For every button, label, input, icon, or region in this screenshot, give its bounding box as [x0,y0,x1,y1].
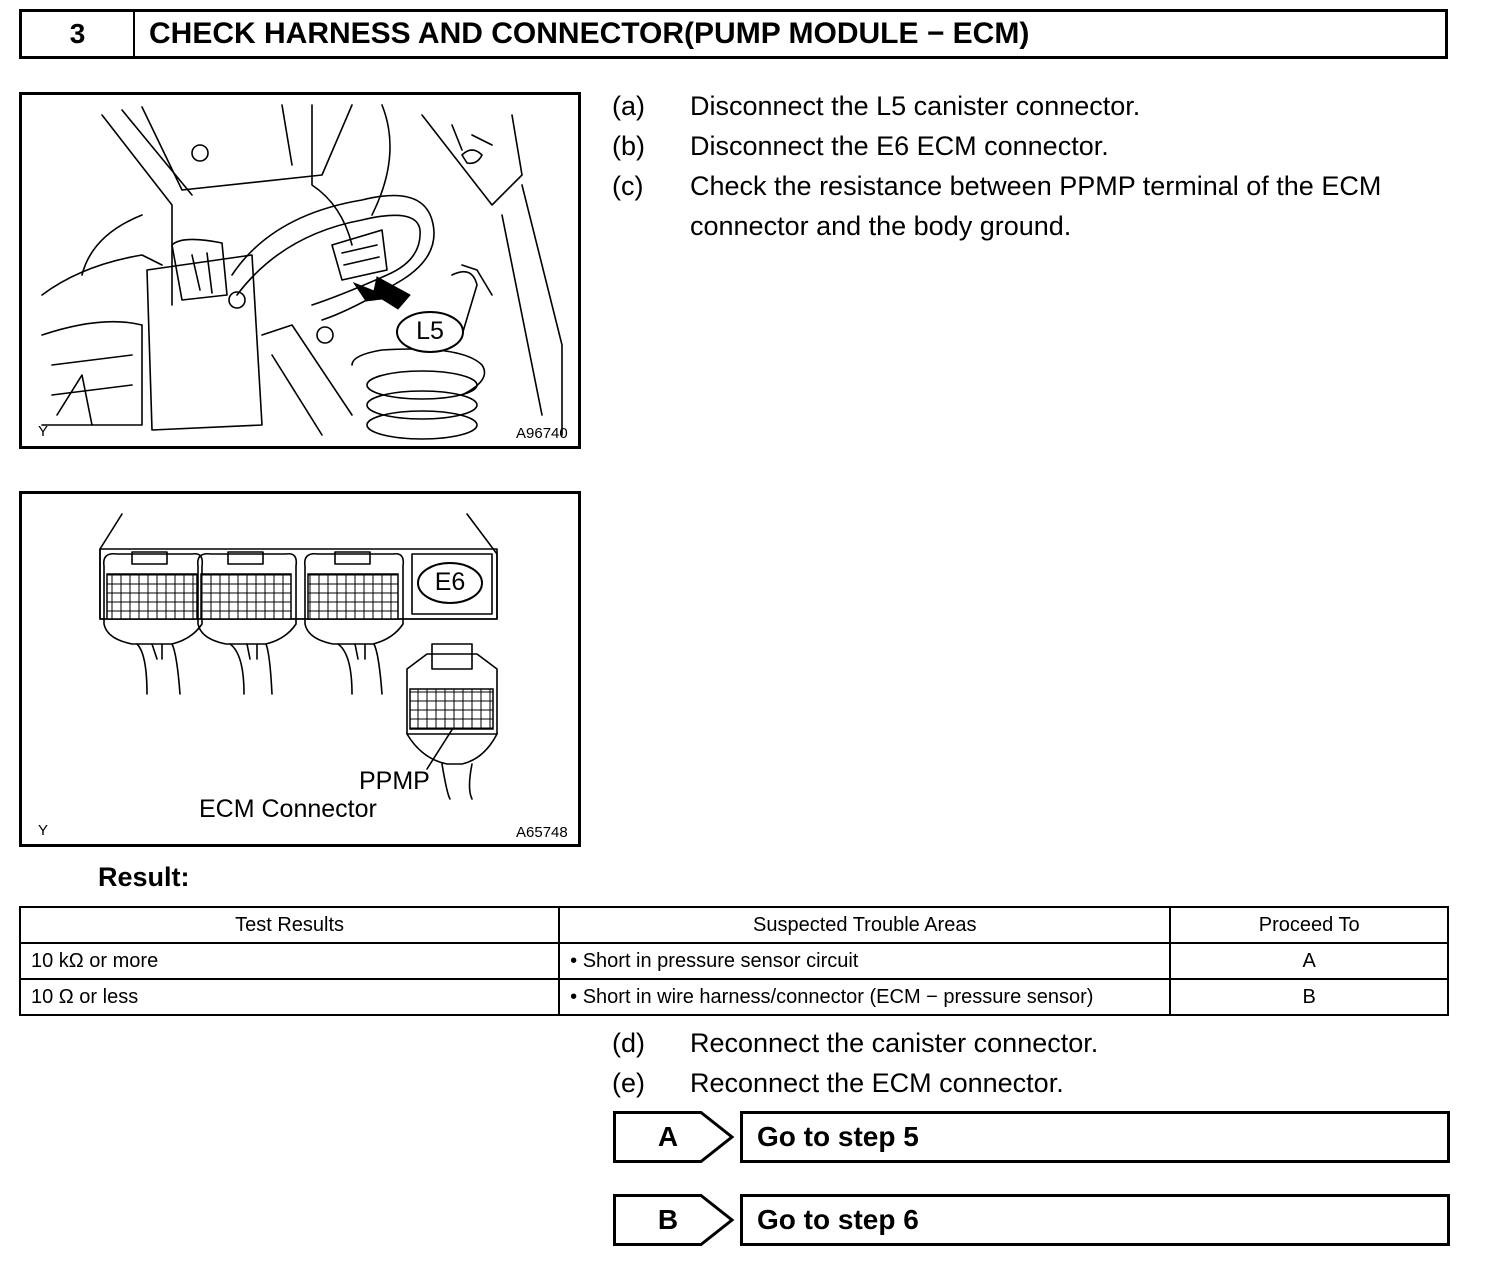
figure-corner-mark: Y [38,822,49,839]
test-result-cell: 10 Ω or less [18,978,561,1016]
step-text: Check the resistance between PPMP termin… [690,171,1382,241]
arrow-tag-shape [613,1111,735,1163]
e6-callout: E6 [434,568,466,596]
figure-code: A96740 [516,425,568,442]
column-header: Proceed To [1169,906,1449,944]
table-row: 10 kΩ or more • Short in pressure sensor… [18,942,1449,980]
test-result-cell: 10 kΩ or more [18,942,561,980]
proceed-cell: B [1169,978,1449,1016]
step-header: 3 CHECK HARNESS AND CONNECTOR(PUMP MODUL… [19,9,1448,59]
column-header: Suspected Trouble Areas [558,906,1172,944]
step-text: Disconnect the E6 ECM connector. [690,131,1109,161]
figure-corner-mark: Y [38,423,49,440]
decision-tag-a: A [613,1111,735,1163]
step-title: CHECK HARNESS AND CONNECTOR(PUMP MODULE … [149,17,1030,50]
step-a: (a) Disconnect the L5 canister connector… [612,86,1472,126]
result-table: Test Results Suspected Trouble Areas Pro… [18,906,1449,1016]
ecm-connector-illustration [99,513,498,800]
trouble-area-cell: • Short in pressure sensor circuit [558,942,1172,980]
trouble-area-cell: • Short in wire harness/connector (ECM −… [558,978,1172,1016]
step-letter: (d) [612,1028,645,1058]
step-letter: (b) [612,131,645,161]
figure-code: A65748 [516,824,568,841]
step-text: Reconnect the canister connector. [690,1028,1099,1058]
decision-a-action: Go to step 5 [740,1111,1450,1163]
table-row: 10 Ω or less • Short in wire harness/con… [18,978,1449,1016]
step-letter: (e) [612,1068,645,1098]
table-header-row: Test Results Suspected Trouble Areas Pro… [18,906,1449,944]
step-letter: (a) [612,91,645,121]
step-b: (b) Disconnect the E6 ECM connector. [612,126,1472,166]
step-d: (d) Reconnect the canister connector. [612,1023,1472,1063]
step-text: Disconnect the L5 canister connector. [690,91,1141,121]
step-e: (e) Reconnect the ECM connector. [612,1063,1472,1103]
proceed-cell: A [1169,942,1449,980]
l5-callout: L5 [416,317,444,345]
decision-tag-label: B [657,1204,679,1235]
result-heading: Result: [98,862,190,892]
decision-tag-b: B [613,1194,735,1246]
step-text: Reconnect the ECM connector. [690,1068,1064,1098]
step-number: 3 [22,12,135,56]
figure-canister-connector: L5 Y A96740 [19,92,581,449]
step-c: (c) Check the resistance between PPMP te… [612,166,1472,246]
ecm-connector-label: ECM Connector [199,795,377,823]
decision-b-action: Go to step 6 [740,1194,1450,1246]
step-letter: (c) [612,171,644,201]
column-header: Test Results [18,906,561,944]
arrow-tag-shape [613,1194,735,1246]
decision-tag-label: A [657,1121,679,1152]
figure-ecm-connector: E6 PPMP ECM Connector Y A65748 [19,491,581,847]
ppmp-terminal-label: PPMP [359,767,430,795]
engine-bay-illustration [41,104,563,440]
